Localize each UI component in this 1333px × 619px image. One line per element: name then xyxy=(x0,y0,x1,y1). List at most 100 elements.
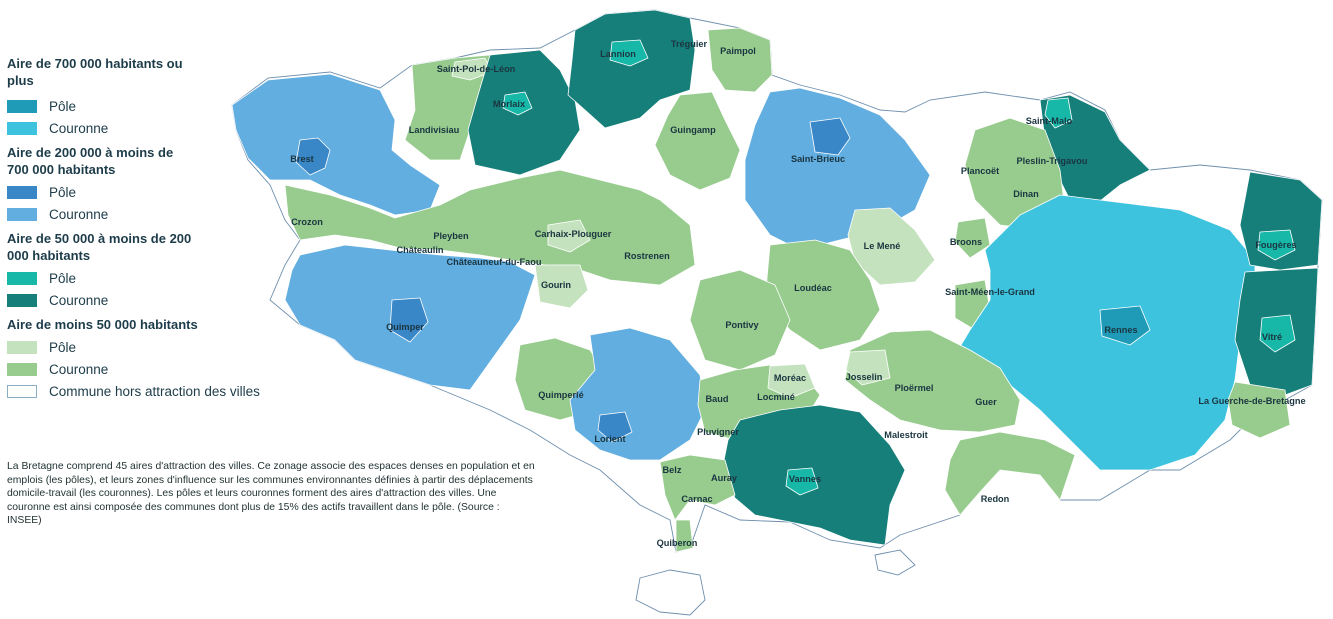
city-label: Rostrenen xyxy=(624,251,670,261)
city-label: Saint-Malo xyxy=(1026,116,1073,126)
city-label: Malestroit xyxy=(884,430,927,440)
zone-morlaix-couronne xyxy=(467,49,581,176)
legend-swatch xyxy=(7,340,37,354)
city-label: Pleslin-Trigavou xyxy=(1017,156,1088,166)
legend-label: Commune hors attraction des villes xyxy=(49,383,260,399)
city-label: Josselin xyxy=(846,372,883,382)
zone-lorient-pole xyxy=(597,411,633,443)
zone-rennes-pole xyxy=(1099,305,1151,346)
city-label: Quimperlé xyxy=(538,390,583,400)
zone-pontivy-couronne xyxy=(689,269,791,371)
legend-item: Pôle xyxy=(7,267,307,289)
city-label: Châteaulin xyxy=(397,245,444,255)
city-label: Pontivy xyxy=(725,320,759,330)
city-label: Guingamp xyxy=(670,125,716,135)
city-label: Broons xyxy=(950,237,982,247)
city-label: Carnac xyxy=(681,494,712,504)
zone-saintbrieuc-pole xyxy=(809,117,851,156)
zone-auray-couronne xyxy=(659,454,736,521)
city-label: Tréguier xyxy=(671,39,708,49)
city-label: Belz xyxy=(663,465,682,475)
zone-morlaix-pole xyxy=(502,91,533,116)
city-label: Pleyben xyxy=(433,231,469,241)
zone-ploermel-couronne xyxy=(844,329,1021,433)
zone-fougeres-pole xyxy=(1257,229,1296,261)
city-label: Moréac xyxy=(774,373,806,383)
legend-label: Pôle xyxy=(49,339,77,355)
zone-vannes-pole xyxy=(785,467,819,496)
city-label: Baud xyxy=(706,394,729,404)
zone-lannion-pole xyxy=(609,39,649,67)
zone-carhaix-pole xyxy=(547,219,591,253)
legend-swatch xyxy=(7,271,37,285)
city-label: Fougères xyxy=(1255,240,1296,250)
city-label: Quimper xyxy=(386,322,424,332)
legend-swatch xyxy=(7,185,37,199)
zone-saintpol-pole xyxy=(451,57,493,81)
city-label: Lorient xyxy=(594,434,625,444)
legend-group-title: Aire de moins 50 000 habitants xyxy=(7,317,198,332)
city-label: Loudéac xyxy=(794,283,832,293)
city-label: Plancoët xyxy=(961,166,999,176)
city-label: Vannes xyxy=(789,474,821,484)
legend-item: Pôle xyxy=(7,181,307,203)
zone-brest-pole xyxy=(295,137,331,176)
legend-item: Couronne xyxy=(7,203,307,225)
zone-gourin-pole xyxy=(534,264,589,309)
city-label: Carhaix-Plouguer xyxy=(535,229,612,239)
city-label: Vitré xyxy=(1262,332,1282,342)
city-label: Landivisiau xyxy=(409,125,460,135)
city-label: Brest xyxy=(290,154,314,164)
legend-group-title: Aire de 50 000 à moins de 200 000 habita… xyxy=(7,231,192,263)
city-label: Saint-Brieuc xyxy=(791,154,845,164)
zone-lannion-couronne xyxy=(567,9,696,129)
zone-guingamp-couronne xyxy=(654,91,741,191)
map-legend: Aire de 700 000 habitants ou plus Pôle C… xyxy=(7,55,307,402)
legend-item: Couronne xyxy=(7,117,307,139)
city-label: Le Mené xyxy=(864,241,901,251)
zone-paimpol-couronne xyxy=(707,27,773,93)
city-label: Gourin xyxy=(541,280,571,290)
zone-josselin-pole xyxy=(845,349,891,386)
city-label: Morlaix xyxy=(493,99,526,109)
legend-item: Pôle xyxy=(7,336,307,358)
zone-moreac-pole xyxy=(767,363,816,399)
zone-lemene-pole xyxy=(847,207,936,286)
zone-carhaix-couronne xyxy=(284,169,696,286)
legend-group-title: Aire de 200 000 à moins de 700 000 habit… xyxy=(7,145,174,177)
legend-swatch xyxy=(7,384,37,398)
zone-vitre-pole xyxy=(1259,314,1296,353)
legend-item: Commune hors attraction des villes xyxy=(7,380,307,402)
map-note: La Bretagne comprend 45 aires d'attracti… xyxy=(7,461,535,527)
city-label: Paimpol xyxy=(720,46,756,56)
legend-label: Couronne xyxy=(49,206,109,222)
zone-quiberon-pole xyxy=(675,519,694,553)
zone-saintmalo-pole xyxy=(1044,97,1073,129)
city-label: Ploërmel xyxy=(895,383,934,393)
legend-swatch xyxy=(7,207,37,221)
zone-laguerche-couronne xyxy=(1227,381,1291,439)
legend-item: Pôle xyxy=(7,95,307,117)
legend-swatch xyxy=(7,362,37,376)
city-label: Locminé xyxy=(757,392,795,402)
city-label: Redon xyxy=(981,494,1010,504)
zone-redon-couronne xyxy=(944,431,1076,516)
city-label: Rennes xyxy=(1104,325,1137,335)
legend-label: Couronne xyxy=(49,292,109,308)
island-outline xyxy=(874,549,916,576)
city-label: Pluvigner xyxy=(697,427,739,437)
city-label: Guer xyxy=(975,397,997,407)
legend-swatch xyxy=(7,99,37,113)
city-label: Châteauneuf-du-Faou xyxy=(447,257,542,267)
legend-swatch xyxy=(7,121,37,135)
island-outline xyxy=(635,569,706,616)
legend-group-title: Aire de 700 000 habitants ou plus xyxy=(7,56,183,88)
city-label: La Guerche-de-Bretagne xyxy=(1198,396,1305,406)
city-label: Saint-Pol-de-Léon xyxy=(437,64,516,74)
city-label: Saint-Méen-le-Grand xyxy=(945,287,1035,297)
legend-item: Couronne xyxy=(7,358,307,380)
city-label: Crozon xyxy=(291,217,323,227)
legend-label: Pôle xyxy=(49,270,77,286)
legend-label: Pôle xyxy=(49,98,77,114)
